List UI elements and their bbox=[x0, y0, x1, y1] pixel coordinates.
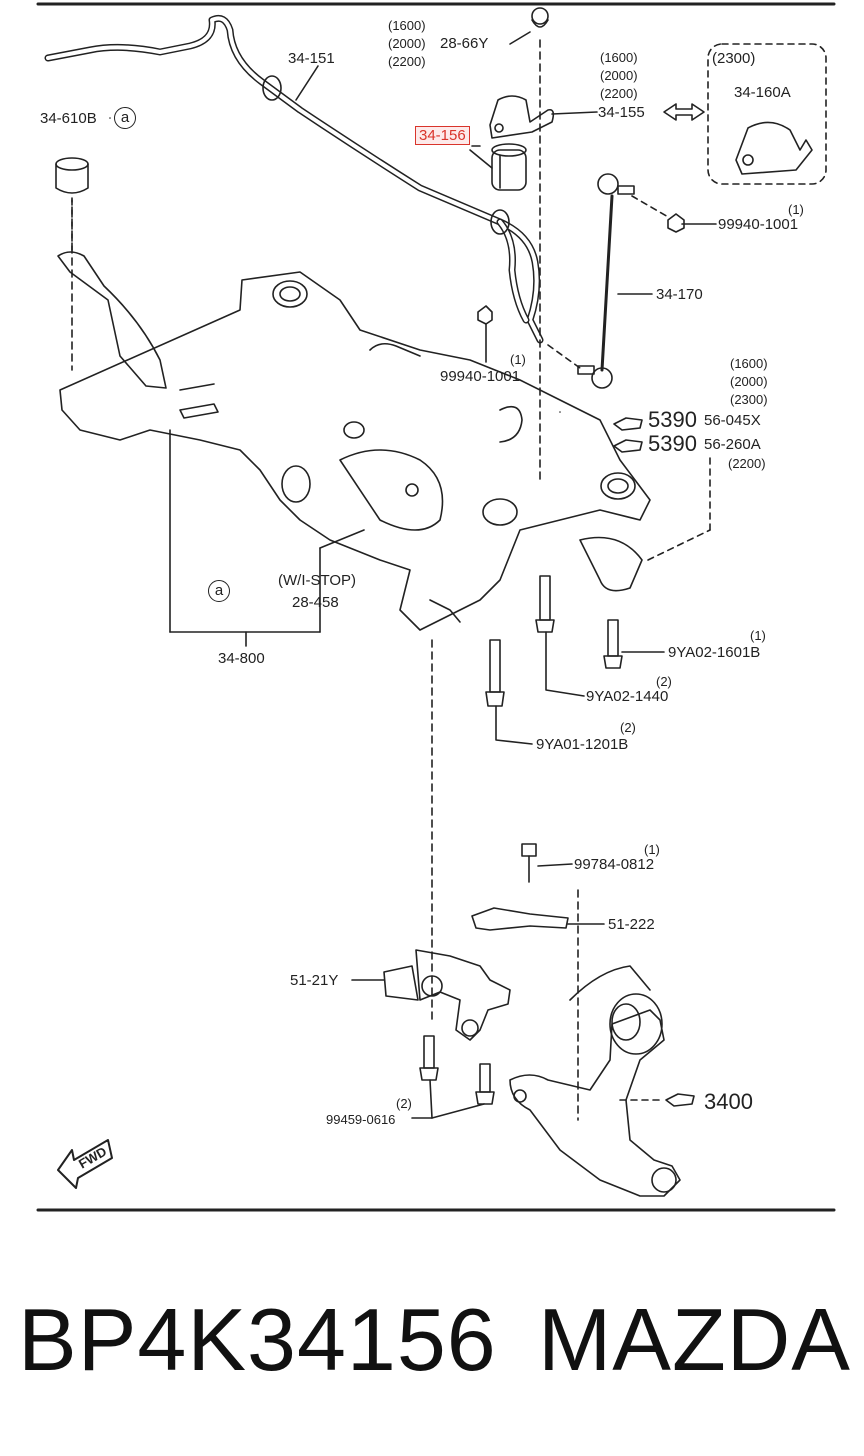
stabilizer-bar bbox=[44, 14, 544, 344]
double-arrow-icon bbox=[663, 103, 705, 121]
nut-icon bbox=[667, 213, 685, 233]
label-9ya02-1440-qty: (2) bbox=[656, 674, 672, 689]
bolt-9ya02-1440 bbox=[535, 575, 585, 697]
arrow-5390-1 bbox=[613, 417, 643, 431]
label-28-66y-variant-2200: (2200) bbox=[388, 54, 426, 69]
label-34-155: 34-155 bbox=[598, 104, 645, 121]
subframe-34-800 bbox=[57, 251, 651, 631]
circle-a-marker-2: a bbox=[208, 580, 230, 602]
label-99940-1001-qty: (1) bbox=[788, 202, 804, 217]
label-9ya02-1601b: 9YA02-1601B bbox=[668, 644, 761, 661]
label-9ya02-1601b-qty: (1) bbox=[750, 628, 766, 643]
label-34-156-highlighted[interactable]: 34-156 bbox=[415, 126, 470, 145]
label-wi-stop: (W/I-STOP) bbox=[278, 572, 357, 589]
link-51-21y bbox=[351, 949, 511, 1041]
label-3400: 3400 bbox=[704, 1089, 753, 1114]
label-28-66y-variant-1600: (1600) bbox=[388, 18, 426, 33]
arrow-3400 bbox=[665, 1093, 695, 1107]
label-9ya01-1201b-qty: (2) bbox=[620, 720, 636, 735]
label-5390-variant-1600: (1600) bbox=[730, 356, 768, 371]
bolt-9ya01-1201b bbox=[485, 639, 533, 745]
label-34-800: 34-800 bbox=[218, 650, 265, 667]
label-34-155-variant-1600: (1600) bbox=[600, 50, 638, 65]
bushing-34-156 bbox=[491, 143, 527, 191]
circle-a-marker: a bbox=[114, 107, 136, 129]
bracket-51-222 bbox=[471, 907, 569, 931]
label-99784-0812: 99784-0812 bbox=[574, 856, 655, 873]
bolt-99784-0812 bbox=[521, 843, 573, 883]
variant-2300-box bbox=[707, 43, 827, 185]
label-99940-1001b: 99940-1001 bbox=[440, 368, 521, 385]
bracket-34-160a bbox=[735, 121, 813, 175]
label-5390-variant-2300: (2300) bbox=[730, 392, 768, 407]
label-5390-variant-2000: (2000) bbox=[730, 374, 768, 389]
bolt-99459-0616 bbox=[411, 1035, 495, 1119]
label-9ya01-1201b: 9YA01-1201B bbox=[536, 736, 629, 753]
label-5390-variant-2200: (2200) bbox=[728, 456, 766, 471]
label-5390-ref-2: 5390 bbox=[648, 431, 697, 456]
label-34-170: 34-170 bbox=[656, 286, 703, 303]
label-51-21y: 51-21Y bbox=[290, 972, 339, 989]
label-99940-1001: 99940-1001 bbox=[718, 216, 799, 233]
bracket-34-155 bbox=[489, 7, 555, 139]
label-56-260a: 56-260A bbox=[704, 436, 761, 453]
arrow-5390-2 bbox=[613, 439, 643, 453]
label-variant-2300: (2300) bbox=[712, 50, 756, 67]
fwd-arrow-icon bbox=[57, 1139, 113, 1189]
label-28-458: 28-458 bbox=[292, 594, 339, 611]
label-28-66y-variant-2000: (2000) bbox=[388, 36, 426, 51]
label-34-155-variant-2200: (2200) bbox=[600, 86, 638, 101]
label-99459-0616: 99459-0616 bbox=[326, 1112, 396, 1127]
label-34-155-variant-2000: (2000) bbox=[600, 68, 638, 83]
label-99940-1001b-qty: (1) bbox=[510, 352, 526, 367]
bolt-9ya02-1601b bbox=[603, 619, 665, 669]
label-9ya02-1440: 9YA02-1440 bbox=[586, 688, 669, 705]
stabilizer-link-34-170 bbox=[577, 173, 635, 389]
part-number: BP4K34156 bbox=[18, 1290, 497, 1389]
bushing-34-610b bbox=[55, 157, 89, 371]
lower-arm-3400 bbox=[509, 965, 681, 1197]
label-34-160a: 34-160A bbox=[734, 84, 791, 101]
brand-name: MAZDA bbox=[538, 1290, 851, 1389]
label-28-66y: 28-66Y bbox=[440, 35, 489, 52]
label-99784-0812-qty: (1) bbox=[644, 842, 660, 857]
label-56-045x: 56-045X bbox=[704, 412, 761, 429]
label-51-222: 51-222 bbox=[608, 916, 655, 933]
nut-icon-2 bbox=[477, 305, 493, 325]
label-5390-ref-1: 5390 bbox=[648, 407, 697, 432]
label-34-151: 34-151 bbox=[288, 50, 335, 67]
label-99459-0616-qty: (2) bbox=[396, 1096, 412, 1111]
label-34-610b: 34-610B bbox=[40, 110, 97, 127]
